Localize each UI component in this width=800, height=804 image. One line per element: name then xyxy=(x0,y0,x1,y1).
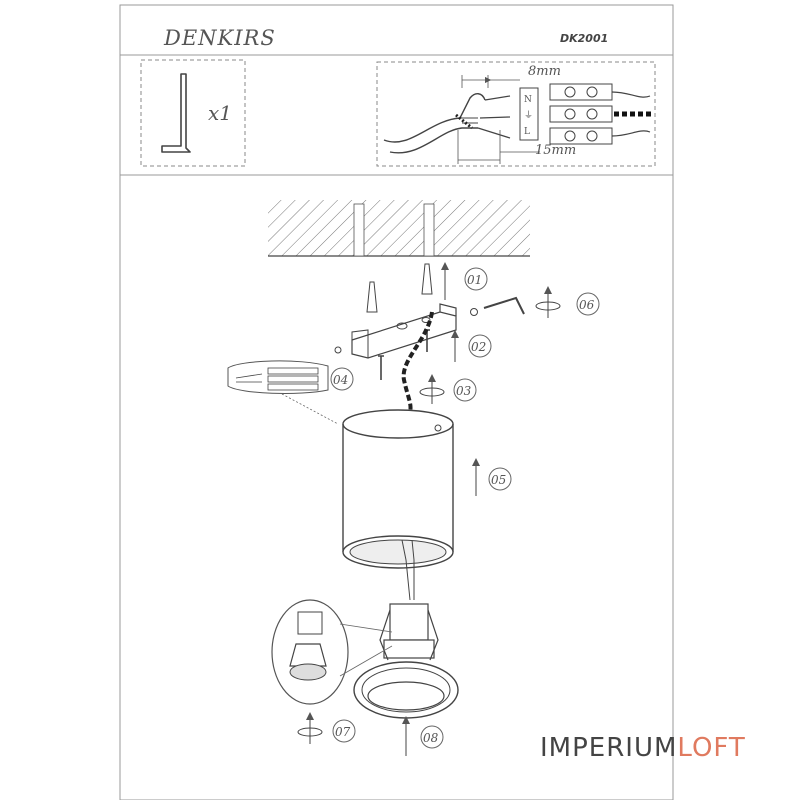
svg-text:02: 02 xyxy=(471,340,486,354)
svg-text:L: L xyxy=(524,127,530,137)
tool-box: x1 xyxy=(140,59,246,167)
insulation-length-label: 15mm xyxy=(535,143,576,158)
brand-name: DENKIRS xyxy=(164,26,276,50)
wall-anchor-icon xyxy=(366,281,378,313)
wall-anchor-icon xyxy=(421,263,433,295)
rotate-arrow-icon xyxy=(535,286,561,318)
trim-ring xyxy=(353,661,459,719)
drill-hole-left xyxy=(353,203,365,257)
gu10-bulb-icon xyxy=(289,643,327,667)
lamp-housing xyxy=(342,409,454,569)
power-cable xyxy=(401,311,434,413)
set-screw-icon xyxy=(334,346,342,354)
ceiling xyxy=(268,200,530,257)
model-number: DK2001 xyxy=(560,32,609,45)
terminal-detail-callout xyxy=(227,360,339,425)
wiring-box: 8mm 15mm N ⏚ L xyxy=(376,61,656,167)
step-label-08: 08 xyxy=(420,725,444,749)
drill-hole-right xyxy=(423,203,435,257)
step-label-03: 03 xyxy=(453,378,477,402)
rotate-arrow-icon xyxy=(297,712,323,744)
screw-icon xyxy=(378,355,384,380)
watermark-part2: LOFT xyxy=(677,733,746,763)
step-label-06: 06 xyxy=(576,292,600,316)
watermark: IMPERIUMLOFT xyxy=(540,733,746,763)
svg-text:05: 05 xyxy=(491,473,506,487)
svg-text:04: 04 xyxy=(333,373,348,387)
svg-text:03: 03 xyxy=(456,384,472,398)
svg-text:07: 07 xyxy=(335,725,351,739)
tool-quantity: x1 xyxy=(208,101,232,125)
step-label-05: 05 xyxy=(488,467,512,491)
bulb-detail-callout xyxy=(271,599,393,705)
svg-text:08: 08 xyxy=(423,731,439,745)
hex-key-icon xyxy=(161,73,191,153)
svg-text:01: 01 xyxy=(467,273,482,287)
svg-text:06: 06 xyxy=(579,298,595,312)
step-label-01: 01 xyxy=(464,267,488,291)
svg-text:N: N xyxy=(524,95,532,105)
watermark-part1: IMPERIUM xyxy=(540,733,678,763)
lamp-socket xyxy=(379,603,439,661)
step-label-04: 04 xyxy=(330,367,354,391)
step-label-02: 02 xyxy=(468,334,492,358)
step-label-07: 07 xyxy=(332,719,356,743)
svg-text:⏚: ⏚ xyxy=(524,110,533,121)
strip-length-label: 8mm xyxy=(528,64,561,79)
terminal-block-icon xyxy=(549,83,613,145)
grub-screw-icon xyxy=(470,308,478,316)
hex-key-icon xyxy=(483,296,525,315)
rotate-arrow-icon xyxy=(419,374,445,404)
